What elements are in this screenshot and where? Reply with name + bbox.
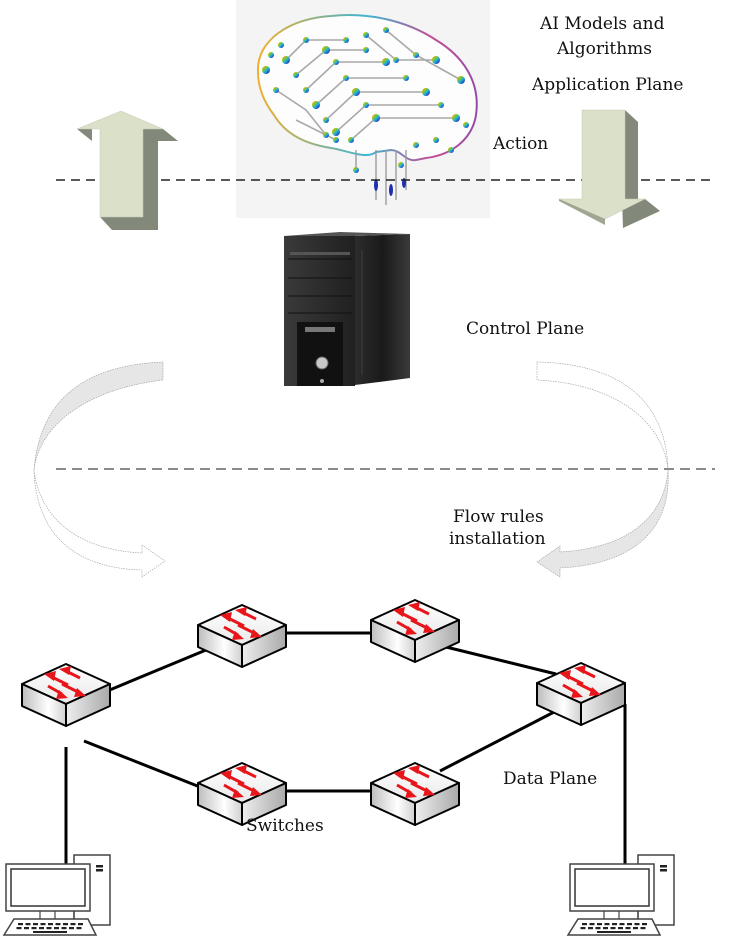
network-links <box>64 631 627 874</box>
switch-arrows-icon <box>393 765 435 798</box>
ai-algorithms-label: Algorithms <box>557 39 653 59</box>
right-curved-arrow-icon <box>536 361 669 578</box>
action-label: Action <box>493 134 549 154</box>
control-plane-label: Control Plane <box>466 319 585 339</box>
ai-models-label: AI Models and <box>540 14 665 34</box>
switch-icon <box>197 604 287 668</box>
switch-arrows-icon <box>559 665 601 698</box>
application-plane-label: Application Plane <box>532 75 684 95</box>
switch-icon <box>370 762 460 826</box>
switch-arrows-icon <box>220 607 262 640</box>
flow-rules-label: Flow rules <box>453 507 544 527</box>
flow-rules-installation-label: installation <box>449 529 546 549</box>
host-pc-icon <box>2 854 111 936</box>
up-arrow-icon <box>76 110 178 230</box>
controller-server-icon <box>284 232 410 386</box>
switches-label: Switches <box>246 816 324 836</box>
link-sw6-sw4 <box>439 709 557 773</box>
switch-icon <box>536 662 626 726</box>
link-sw3-sw4 <box>445 645 557 676</box>
switch-icon <box>370 599 460 663</box>
switch-arrows-icon <box>44 666 86 699</box>
switch-icon <box>197 762 287 826</box>
left-curved-arrow-icon <box>33 361 166 578</box>
switch-icon <box>21 663 111 727</box>
data-plane-label: Data Plane <box>503 769 598 789</box>
down-arrow-icon <box>558 109 660 228</box>
host-pc-icon <box>566 854 675 936</box>
link-sw1-sw5 <box>83 739 211 793</box>
brain-icon <box>256 14 478 205</box>
ai-brain-image <box>236 0 490 218</box>
switch-arrows-icon <box>393 602 435 635</box>
switches-group <box>21 599 626 826</box>
switch-arrows-icon <box>220 765 262 798</box>
hosts-group <box>2 854 675 936</box>
